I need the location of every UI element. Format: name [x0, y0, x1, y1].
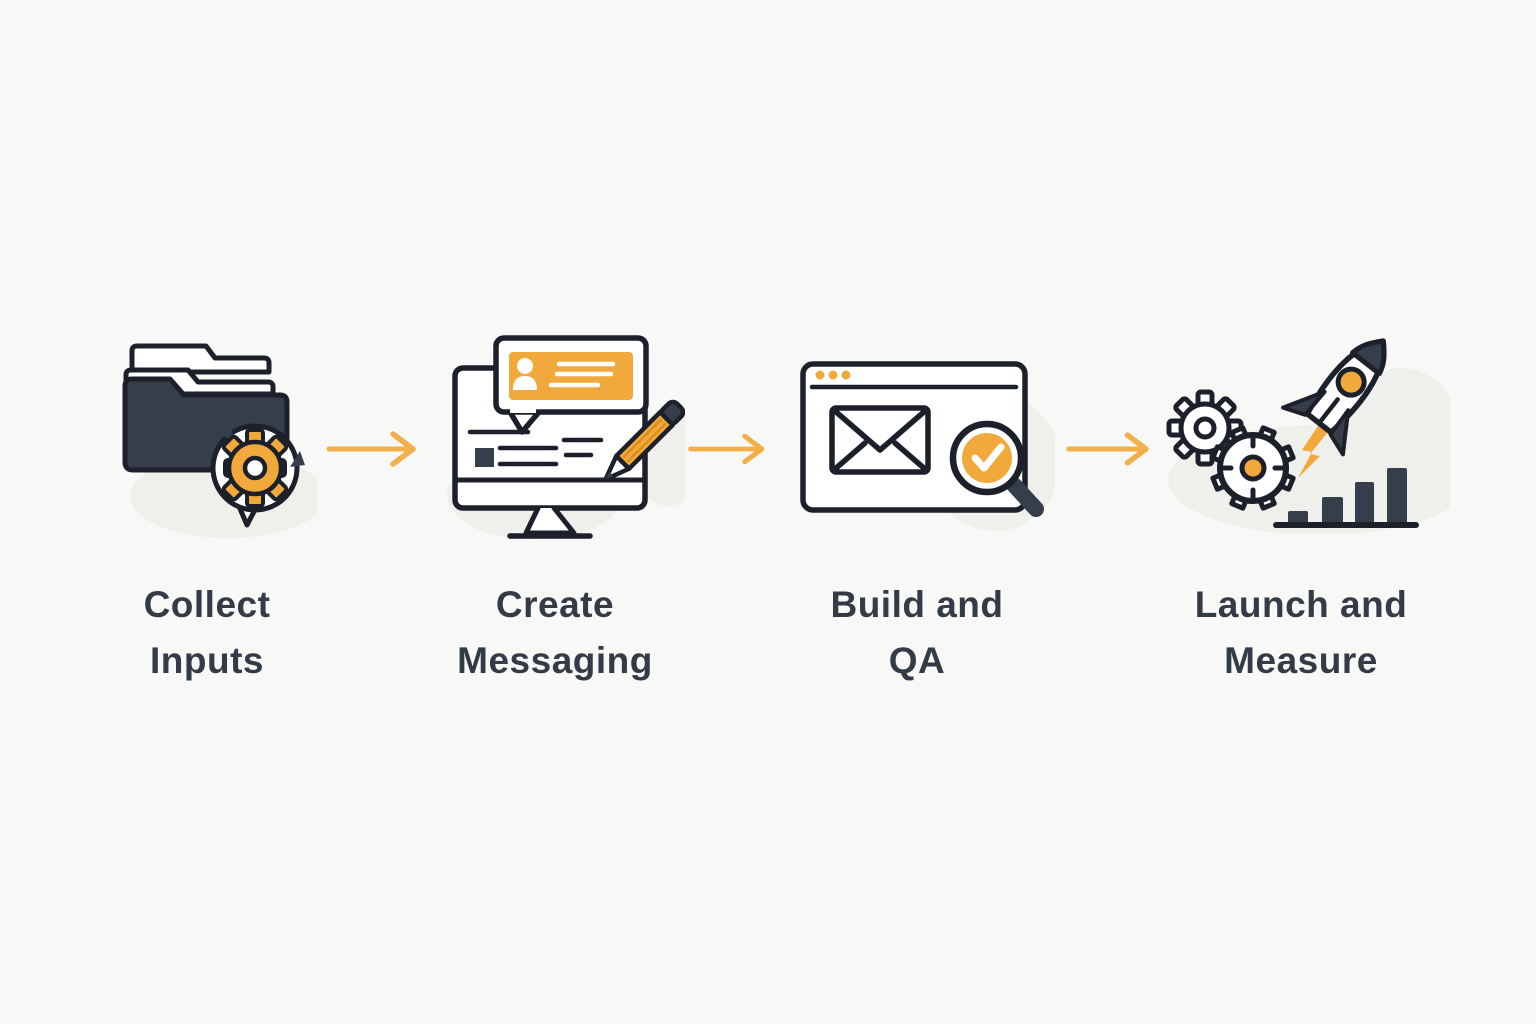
magnifier-handle	[1006, 477, 1044, 517]
background-blob	[1346, 368, 1450, 492]
folder-gear-icon	[122, 343, 318, 538]
magnifier-check-icon	[949, 420, 1044, 517]
right-arrow-icon	[326, 431, 416, 467]
browser-dots	[815, 370, 851, 380]
rocket-icon	[1281, 338, 1387, 457]
pencil-icon	[603, 399, 685, 482]
large-gear-icon	[1210, 425, 1296, 511]
envelope-icon	[829, 405, 931, 475]
step-2-label: Create Messaging	[385, 577, 725, 689]
step-2-label-line2: Messaging	[457, 640, 653, 681]
step-1-label-line2: Inputs	[150, 640, 264, 681]
card-text-lines	[548, 361, 616, 388]
monitor-message-pencil-icon	[447, 335, 685, 540]
step-4-label: Launch and Measure	[1121, 577, 1481, 689]
browser-email-check-icon	[800, 361, 1055, 531]
flame-icon	[1298, 426, 1328, 478]
step-1-label-line1: Collect	[143, 584, 271, 625]
step-3-label: Build and QA	[747, 577, 1087, 689]
check-circle	[962, 433, 1012, 483]
check-icon	[971, 443, 1005, 472]
step-3-label-line2: QA	[888, 640, 946, 681]
step-4-label-line1: Launch and	[1194, 584, 1408, 625]
step-3-label-line1: Build and	[830, 584, 1004, 625]
bar-chart-icon	[1273, 468, 1419, 528]
step-2-label-line1: Create	[495, 584, 615, 625]
screen-text-lines	[467, 429, 604, 467]
rocket-gears-growth-icon	[1166, 338, 1450, 533]
checkbox-square	[475, 448, 494, 467]
person-icon	[513, 358, 537, 390]
right-arrow-icon	[688, 433, 765, 465]
step-1-label: Collect Inputs	[37, 577, 377, 689]
rocket-window	[1335, 366, 1367, 398]
cycle-arrowhead	[290, 451, 305, 467]
message-bubble-icon	[493, 335, 649, 435]
step-4-label-line2: Measure	[1224, 640, 1378, 681]
gear-badge-icon	[210, 423, 305, 528]
gear-icon	[221, 428, 289, 508]
right-arrow-icon	[1066, 432, 1149, 466]
